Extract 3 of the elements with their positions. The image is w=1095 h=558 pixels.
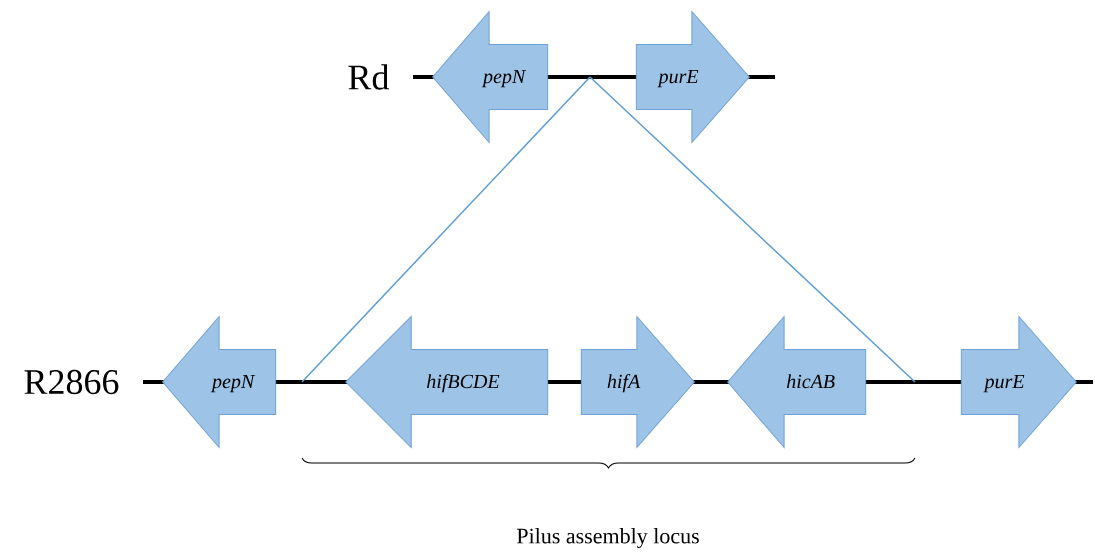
strain-label: R2866: [24, 369, 119, 395]
locus-label: Pilus assembly locus: [516, 528, 699, 548]
strain-label: Rd: [348, 64, 389, 90]
